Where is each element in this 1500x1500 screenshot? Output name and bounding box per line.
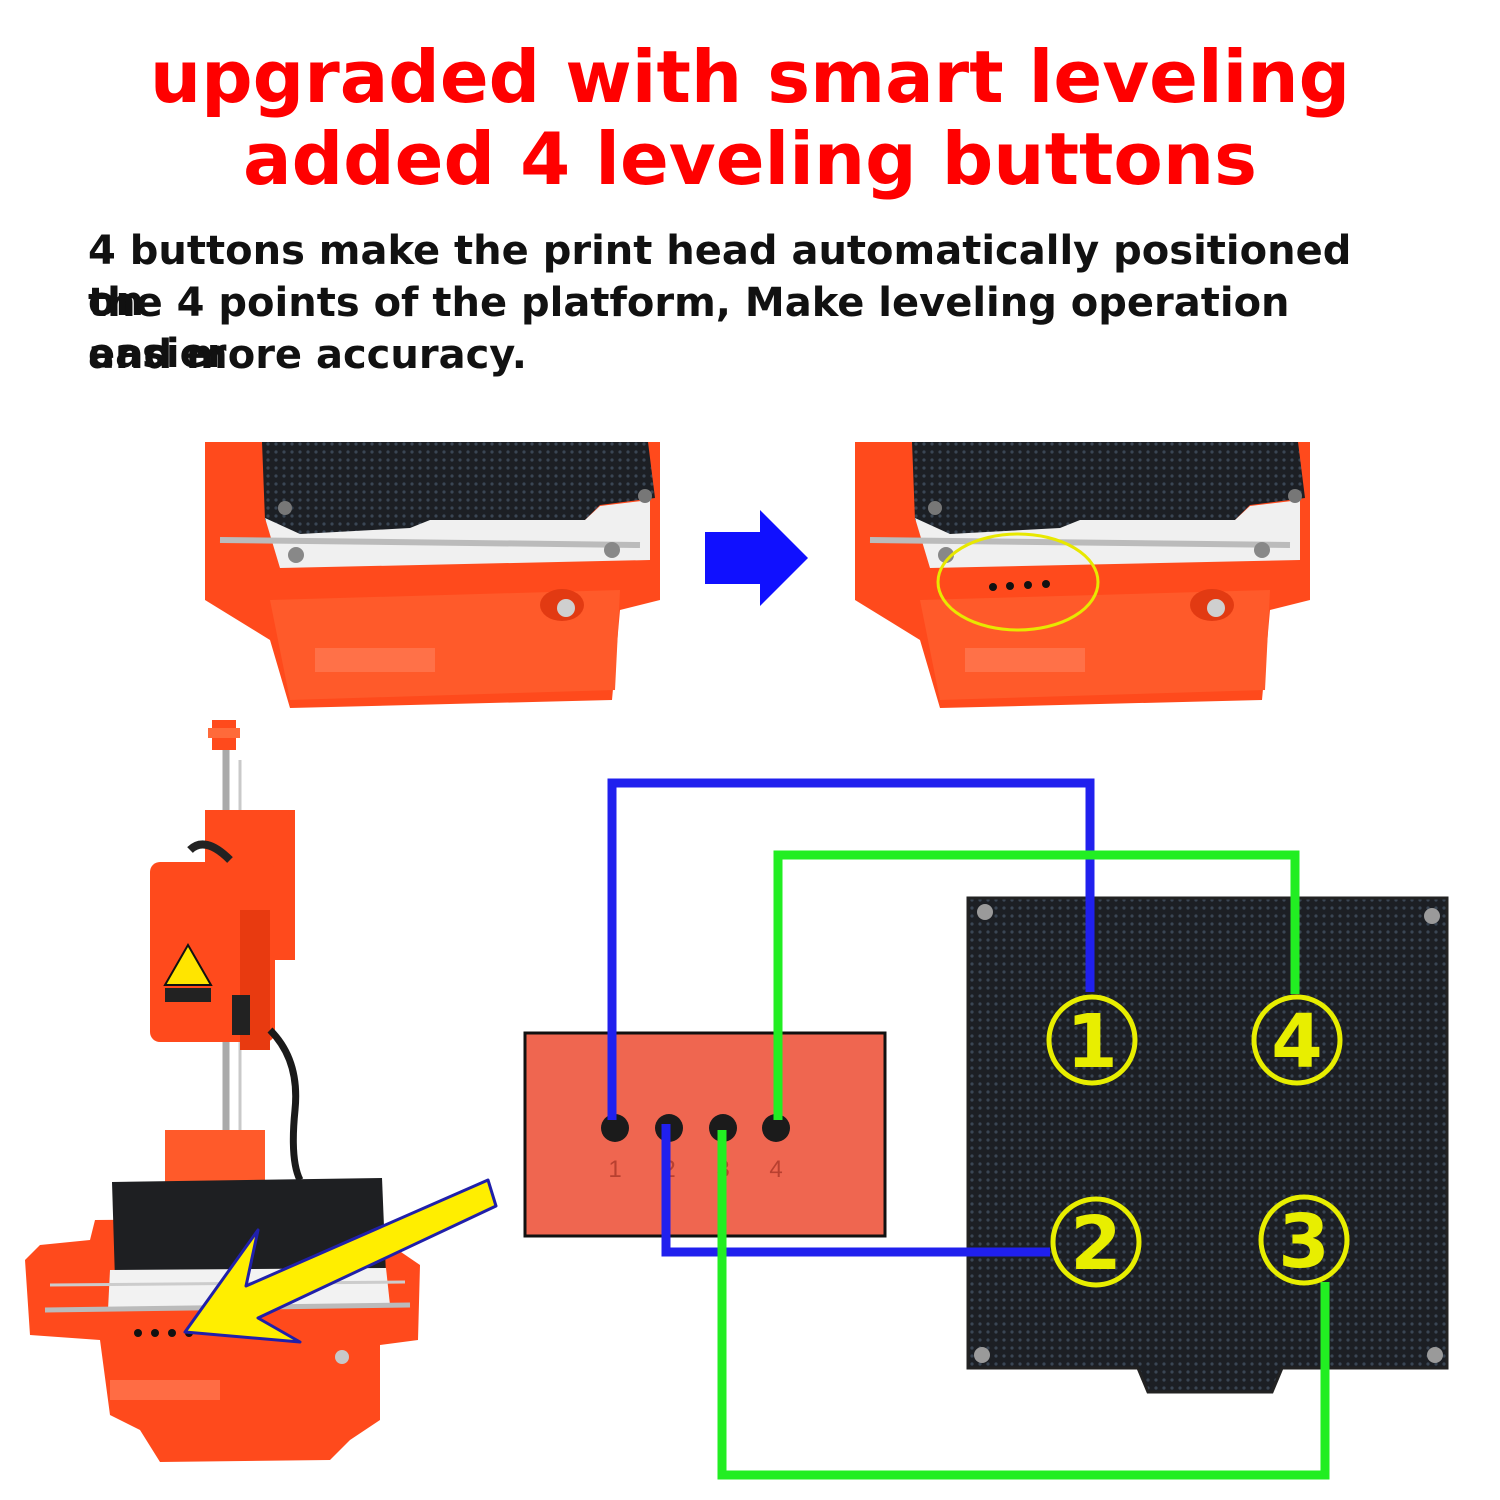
point-label-2: 2 [1070, 1201, 1122, 1287]
wire-button-1 [607, 778, 1095, 1120]
leveling-button-4 [762, 1114, 790, 1142]
point-label-3: 3 [1278, 1199, 1330, 1285]
point-label-1: 1 [1066, 999, 1118, 1085]
printer-after-photo [855, 442, 1310, 708]
point-circle-4 [1251, 994, 1343, 1086]
description-line-1: 4 buttons make the print head automatica… [88, 228, 1352, 325]
wire-button-3 [717, 1130, 1330, 1480]
point-circle-3 [1258, 1194, 1350, 1286]
wire-button-2 [661, 1124, 1050, 1257]
button-label-1: 1 [608, 1156, 621, 1183]
arrow-right-icon [705, 510, 808, 606]
heading-line-2: added 4 leveling buttons [243, 117, 1257, 201]
point-circle-1 [1046, 994, 1138, 1086]
point-label-4: 4 [1271, 999, 1323, 1085]
wire-button-4 [773, 850, 1300, 1120]
button-label-4: 4 [769, 1156, 782, 1183]
button-panel: 1 2 3 4 [523, 1031, 887, 1238]
callout-arrow-icon [183, 1178, 498, 1344]
printer-full-photo [25, 720, 420, 1462]
description-line-3: and more accuracy. [88, 332, 527, 378]
printer-before-photo [205, 442, 660, 708]
platform-bed [966, 896, 1449, 1394]
leveling-button-1 [601, 1114, 629, 1142]
leveling-button-3 [709, 1114, 737, 1142]
point-circle-2 [1050, 1196, 1142, 1288]
heading-line-1: upgraded with smart leveling [149, 35, 1351, 119]
description-line-2: the 4 points of the platform, Make level… [88, 280, 1290, 377]
